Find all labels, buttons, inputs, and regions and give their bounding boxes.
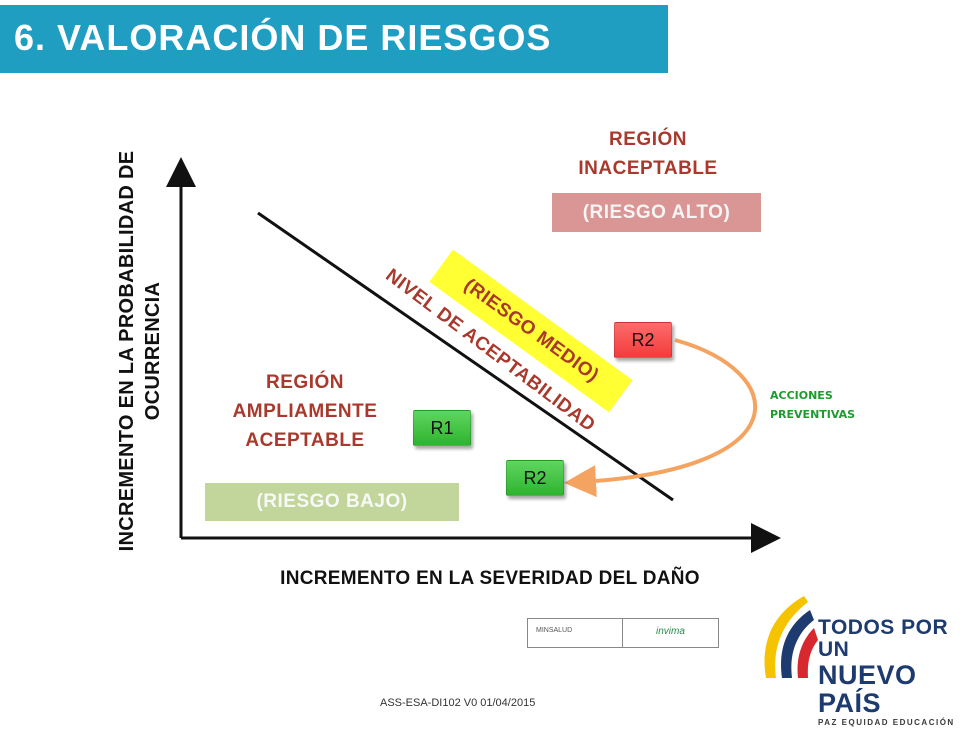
logo-divider — [622, 619, 623, 647]
title-bar: 6. VALORACIÓN DE RIESGOS — [0, 5, 668, 73]
region-broadly-acceptable-label: REGIÓN AMPLIAMENTE ACEPTABLE — [232, 372, 378, 451]
acceptability-line — [257, 211, 674, 502]
high-risk-box: (RIESGO ALTO) — [552, 193, 761, 232]
risk-r1: R1 — [413, 410, 471, 446]
preventive-actions-label: ACCIONES PREVENTIVAS — [770, 389, 856, 421]
risk-r2-low: R2 — [506, 460, 564, 496]
x-axis-label: INCREMENTO EN LA SEVERIDAD DEL DAÑO — [280, 568, 700, 589]
brand-logo: TODOS POR UN NUEVO PAÍS PAZ EQUIDAD EDUC… — [818, 616, 955, 728]
brand-flag-icon — [764, 596, 818, 678]
region-unacceptable-label: REGIÓN INACEPTABLE — [578, 129, 718, 179]
minsalud-logo: MINSALUD — [536, 627, 573, 634]
risk-r2-high: R2 — [614, 322, 672, 358]
invima-logo: invima — [656, 626, 685, 637]
partner-logos: MINSALUD invima — [527, 618, 719, 648]
page-title: 6. VALORACIÓN DE RIESGOS — [14, 17, 552, 58]
low-risk-box: (RIESGO BAJO) — [205, 483, 459, 521]
footer-code: ASS-ESA-DI102 V0 01/04/2015 — [380, 697, 536, 709]
preventive-actions-arrow — [564, 338, 758, 498]
y-axis-label: INCREMENTO EN LA PROBABILIDAD DE OCURREN… — [116, 150, 164, 552]
